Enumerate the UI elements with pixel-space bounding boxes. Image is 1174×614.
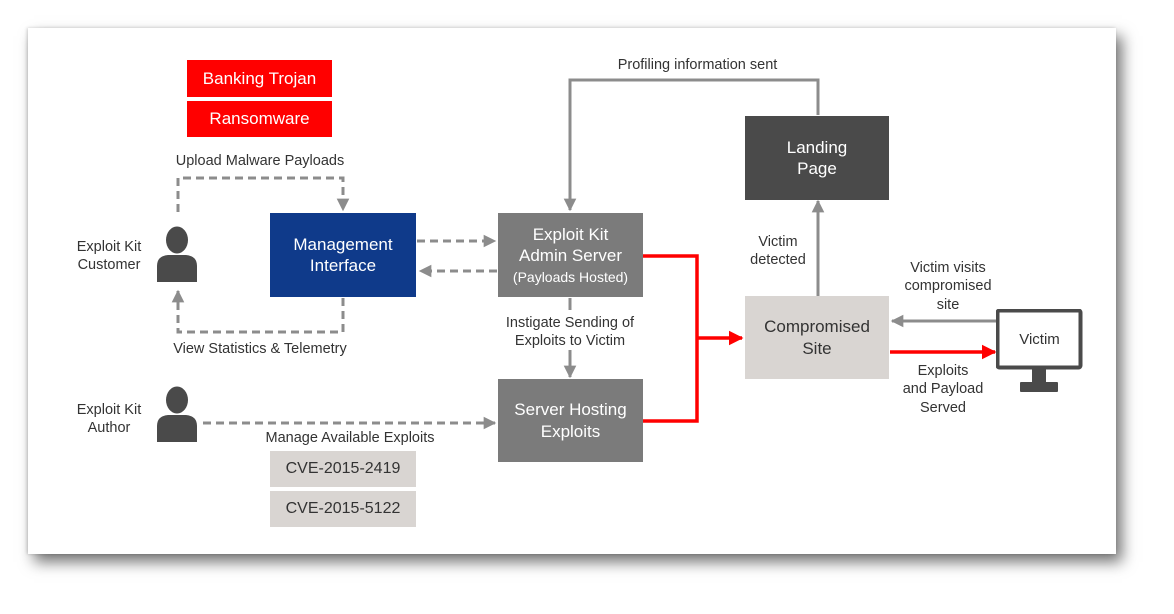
instigate-label: Instigate Sending of Exploits to Victim <box>490 314 650 351</box>
instigate-label-line-2: Exploits to Victim <box>514 333 626 350</box>
compromised-line-1: Compromised <box>764 317 870 337</box>
exploits-served-line-3: Served <box>920 399 966 416</box>
cve-2015-5122-box: CVE-2015-5122 <box>270 491 416 527</box>
payload-ransomware: Ransomware <box>187 101 332 137</box>
landing-line-2: Page <box>797 159 837 178</box>
manage-exploits-label: Manage Available Exploits <box>265 430 435 446</box>
landing-page-node: Landing Page <box>745 116 889 200</box>
compromised-line-2: Site <box>802 338 832 358</box>
cve-2015-2419-box: CVE-2015-2419 <box>270 451 416 487</box>
profiling-label: Profiling information sent <box>590 56 805 75</box>
cve-2015-2419-label: CVE-2015-2419 <box>285 460 401 477</box>
upload-payloads-label: Upload Malware Payloads <box>175 153 345 169</box>
view-statistics-connector <box>171 289 345 334</box>
admin-line-3: (Payloads Hosted) <box>512 268 629 285</box>
payload-ransomware-label: Ransomware <box>209 109 310 129</box>
upload-payloads-connector <box>176 176 350 212</box>
author-label: Exploit Kit Author <box>64 401 154 438</box>
hosting-exploit-flow <box>643 338 699 423</box>
customer-label-line-2: Customer <box>77 257 141 274</box>
victim-detected-label: Victim detected <box>745 233 811 270</box>
admin-line-2: Admin Server <box>519 246 622 266</box>
server-hosting-node: Server Hosting Exploits <box>498 379 643 462</box>
exploits-served-line-1: Exploits <box>917 363 969 379</box>
victim-monitor-icon <box>996 309 1083 392</box>
victim-visits-label: Victim visits compromised site <box>893 259 1003 314</box>
author-label-line-1: Exploit Kit <box>76 402 142 418</box>
admin-server-node: Exploit Kit Admin Server (Payloads Hoste… <box>498 213 643 297</box>
exploits-served-line-2: and Payload <box>902 381 984 398</box>
victim-detected-line-2: detected <box>750 252 806 269</box>
victim-detected-line-1: Victim <box>758 234 798 250</box>
cve-2015-5122-label: CVE-2015-5122 <box>285 500 401 517</box>
admin-line-1: Exploit Kit <box>532 225 609 244</box>
payload-banking-trojan-label: Banking Trojan <box>202 68 317 88</box>
author-label-line-2: Author <box>87 420 131 437</box>
instigate-label-line-1: Instigate Sending of <box>505 315 635 331</box>
customer-label: Exploit Kit Customer <box>64 238 154 275</box>
victim-label: Victim <box>1019 331 1060 348</box>
author-person-icon <box>157 386 197 442</box>
victim-visits-line-1: Victim visits <box>910 260 986 276</box>
customer-label-line-1: Exploit Kit <box>76 239 142 255</box>
management-interface-node: Management Interface <box>270 213 416 297</box>
payload-banking-trojan: Banking Trojan <box>187 60 332 97</box>
exploits-served-label: Exploits and Payload Served <box>888 362 998 417</box>
landing-line-1: Landing <box>786 137 848 157</box>
compromised-site-node: Compromised Site <box>745 296 889 379</box>
management-line-2: Interface <box>309 256 377 275</box>
hosting-line-1: Server Hosting <box>514 400 627 420</box>
customer-person-icon <box>157 226 197 282</box>
hosting-line-2: Exploits <box>540 421 601 441</box>
victim-visits-line-3: site <box>936 296 960 313</box>
view-statistics-label: View Statistics & Telemetry <box>173 341 347 357</box>
profiling-connector <box>563 78 820 212</box>
victim-visits-line-2: compromised <box>904 278 992 295</box>
management-line-1: Management <box>293 234 393 254</box>
admin-exploit-flow <box>643 254 699 338</box>
